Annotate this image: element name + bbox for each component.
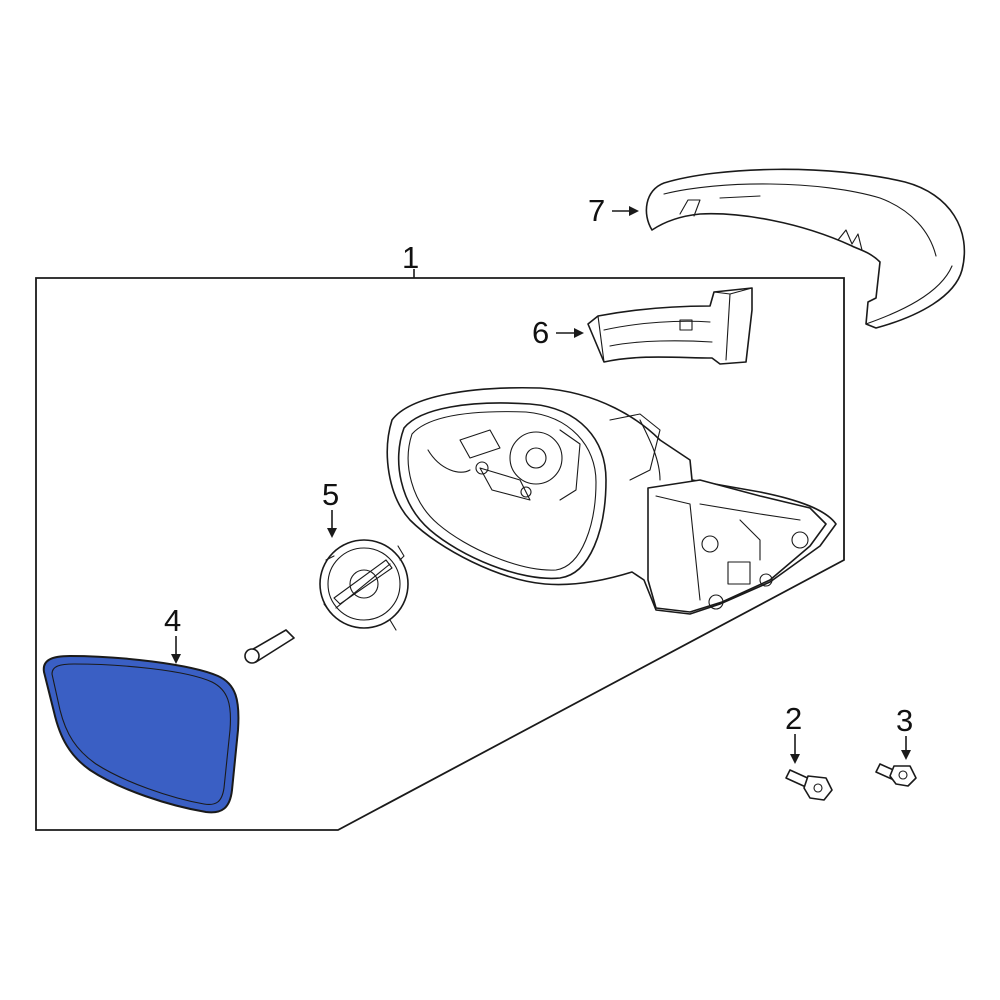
callout-1-label: 1 [402, 240, 419, 275]
callout-5-label: 5 [322, 477, 339, 512]
callout-6-arrowhead [574, 328, 584, 338]
callout-3-label: 3 [896, 703, 913, 738]
callout-2-arrowhead [790, 754, 800, 764]
callout-5-arrowhead [327, 528, 337, 538]
bolt-3-part [875, 763, 917, 787]
mirror-glass-part [42, 654, 240, 814]
callout-4-arrowhead [171, 654, 181, 664]
bolt-2-part [785, 769, 833, 801]
signal-lamp-part [587, 287, 753, 365]
callout-7-arrowhead [629, 206, 639, 216]
callout-2-label: 2 [785, 701, 802, 736]
callout-6-label: 6 [532, 315, 549, 350]
callout-3-arrowhead [901, 750, 911, 760]
pin-part [244, 629, 295, 664]
mirror-housing-part [386, 386, 837, 615]
mirror-cover-part [645, 168, 966, 329]
callout-7-label: 7 [588, 193, 605, 228]
actuator-part [319, 539, 409, 631]
mirror-glass-highlight [42, 654, 240, 814]
assembly-frame [35, 277, 845, 831]
callout-4-label: 4 [164, 603, 181, 638]
